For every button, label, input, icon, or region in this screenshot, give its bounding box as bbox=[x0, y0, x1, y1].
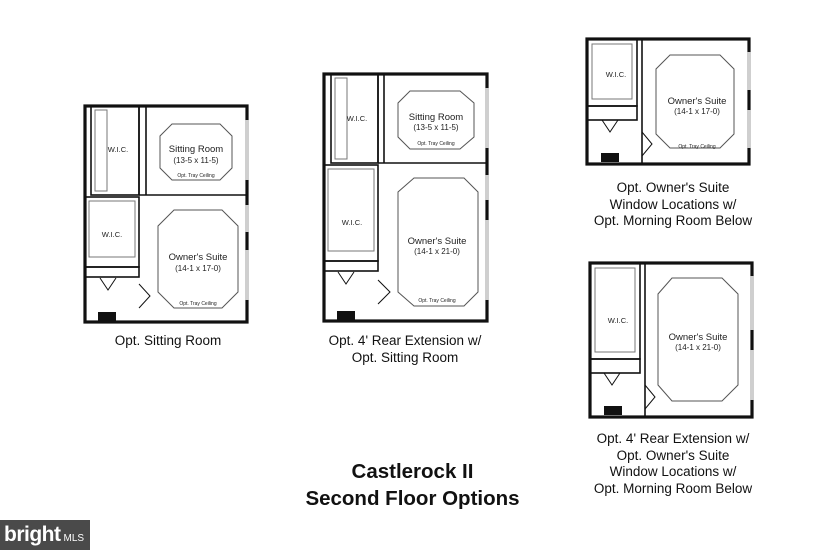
page-title: Castlerock II Second Floor Options bbox=[280, 458, 545, 512]
plan1-room4-name: Owner's Suite bbox=[169, 252, 228, 263]
plan2-stair-marker bbox=[337, 311, 355, 320]
plan2-sitting-tray bbox=[397, 90, 475, 150]
plan2-wic-lower bbox=[323, 164, 379, 262]
plan1-room2-note: Opt. Tray Ceiling bbox=[177, 173, 214, 179]
plan2-wic-shelf bbox=[334, 77, 348, 160]
plan2-wic-upper bbox=[330, 73, 379, 164]
bright-mls-logo: bright MLS bbox=[0, 520, 90, 550]
plan4-caption: Opt. 4' Rear Extension w/ Opt. Owner's S… bbox=[578, 431, 768, 497]
title-line1: Castlerock II bbox=[351, 460, 474, 483]
plan2-owner-tray bbox=[397, 177, 479, 307]
plan1-room3-name: W.I.C. bbox=[102, 230, 122, 239]
plan3-door bbox=[641, 131, 653, 157]
plan1-caption-line1: Opt. Sitting Room bbox=[114, 333, 222, 348]
plan1-room1-name: W.I.C. bbox=[108, 145, 128, 154]
plan3-caption-line1: Opt. Owner's Suite bbox=[616, 180, 730, 195]
plan-sitting-room: W.I.C. Sitting Room (13-5 x 11-5) Opt. T… bbox=[83, 104, 249, 324]
plan3-stair-marker bbox=[601, 153, 619, 162]
plan4-owner-tray bbox=[657, 277, 739, 402]
plan1-outer-wall bbox=[83, 104, 249, 324]
plan2-room4-note: Opt. Tray Ceiling bbox=[418, 298, 455, 304]
plan2-door2 bbox=[337, 271, 355, 285]
plan3-room2-note: Opt. Tray Ceiling bbox=[678, 144, 715, 150]
plan2-caption-line2: Opt. Sitting Room bbox=[351, 349, 459, 365]
plan-rear-extension-sitting: W.I.C. Sitting Room (13-5 x 11-5) Opt. T… bbox=[322, 72, 489, 323]
plan3-door2 bbox=[601, 119, 619, 133]
plan2-room4-dims: (14-1 x 21-0) bbox=[414, 247, 460, 256]
plan1-room4-dims: (14-1 x 17-0) bbox=[175, 264, 221, 273]
plan4-door bbox=[644, 384, 656, 410]
plan2-room1-name: W.I.C. bbox=[347, 114, 367, 123]
plan3-caption-line3: Opt. Morning Room Below bbox=[593, 213, 753, 228]
plan3-closet bbox=[586, 105, 638, 121]
title-line2: Second Floor Options bbox=[305, 487, 520, 510]
logo-suffix: MLS bbox=[63, 532, 85, 544]
plan1-wic-lower-shelf bbox=[88, 200, 136, 258]
plan4-caption-line2: Opt. Owner's Suite bbox=[616, 447, 730, 463]
plan4-room2-name: Owner's Suite bbox=[669, 332, 728, 343]
logo-brand: bright bbox=[4, 523, 61, 546]
plan1-room4-note: Opt. Tray Ceiling bbox=[179, 301, 216, 307]
plan3-room2-dims: (14-1 x 17-0) bbox=[674, 107, 720, 116]
plan1-wic-shelf bbox=[94, 109, 108, 192]
plan3-room1-name: W.I.C. bbox=[606, 70, 626, 79]
plan3-owner-tray bbox=[655, 54, 735, 149]
plan-owner-suite-windows: W.I.C. Owner's Suite (14-1 x 17-0) Opt. … bbox=[585, 37, 751, 166]
plan1-wic-upper bbox=[90, 105, 140, 196]
plan4-wic-shelf bbox=[594, 267, 636, 353]
plan4-door2 bbox=[603, 372, 621, 386]
plan3-room2-name: Owner's Suite bbox=[668, 96, 727, 107]
plan4-caption-line3: Window Locations w/ bbox=[609, 464, 737, 479]
plan1-door bbox=[138, 283, 151, 309]
plan4-caption-line1: Opt. 4' Rear Extension w/ bbox=[596, 431, 750, 446]
plan4-stair-marker bbox=[604, 406, 622, 415]
plan2-caption: Opt. 4' Rear Extension w/ Opt. Sitting R… bbox=[300, 333, 510, 366]
plan3-caption: Opt. Owner's Suite Window Locations w/ O… bbox=[578, 180, 768, 230]
plan2-caption-line1: Opt. 4' Rear Extension w/ bbox=[328, 333, 482, 348]
plan-rear-extension-owner-suite: W.I.C. Owner's Suite (14-1 x 21-0) bbox=[588, 261, 754, 419]
plan2-door bbox=[377, 279, 391, 305]
plan4-closet bbox=[589, 358, 641, 374]
plan1-door2 bbox=[99, 277, 117, 291]
plan1-caption: Opt. Sitting Room bbox=[78, 333, 258, 350]
plan4-wic bbox=[589, 262, 641, 360]
plan1-stair-marker bbox=[98, 312, 116, 321]
plan4-caption-line4: Opt. Morning Room Below bbox=[593, 480, 753, 496]
plan3-caption-line2: Window Locations w/ bbox=[609, 196, 737, 212]
plan1-room2-dims: (13-5 x 11-5) bbox=[173, 156, 219, 165]
plan2-room4-name: Owner's Suite bbox=[408, 236, 467, 247]
plan1-owner-tray bbox=[157, 209, 239, 309]
plan1-closet bbox=[84, 266, 140, 278]
plan4-room2-dims: (14-1 x 21-0) bbox=[675, 343, 721, 352]
plan2-room2-dims: (13-5 x 11-5) bbox=[413, 123, 459, 132]
plan2-closet bbox=[323, 260, 379, 272]
plan2-room3-name: W.I.C. bbox=[342, 218, 362, 227]
plan2-wic-lower-shelf bbox=[327, 168, 375, 252]
plan2-room2-note: Opt. Tray Ceiling bbox=[417, 141, 454, 147]
plan1-sitting-tray bbox=[159, 123, 233, 181]
plan3-wic-shelf bbox=[591, 43, 633, 100]
plan1-room2-name: Sitting Room bbox=[169, 144, 223, 155]
plan2-room2-name: Sitting Room bbox=[409, 112, 463, 123]
plan4-room1-name: W.I.C. bbox=[608, 316, 628, 325]
